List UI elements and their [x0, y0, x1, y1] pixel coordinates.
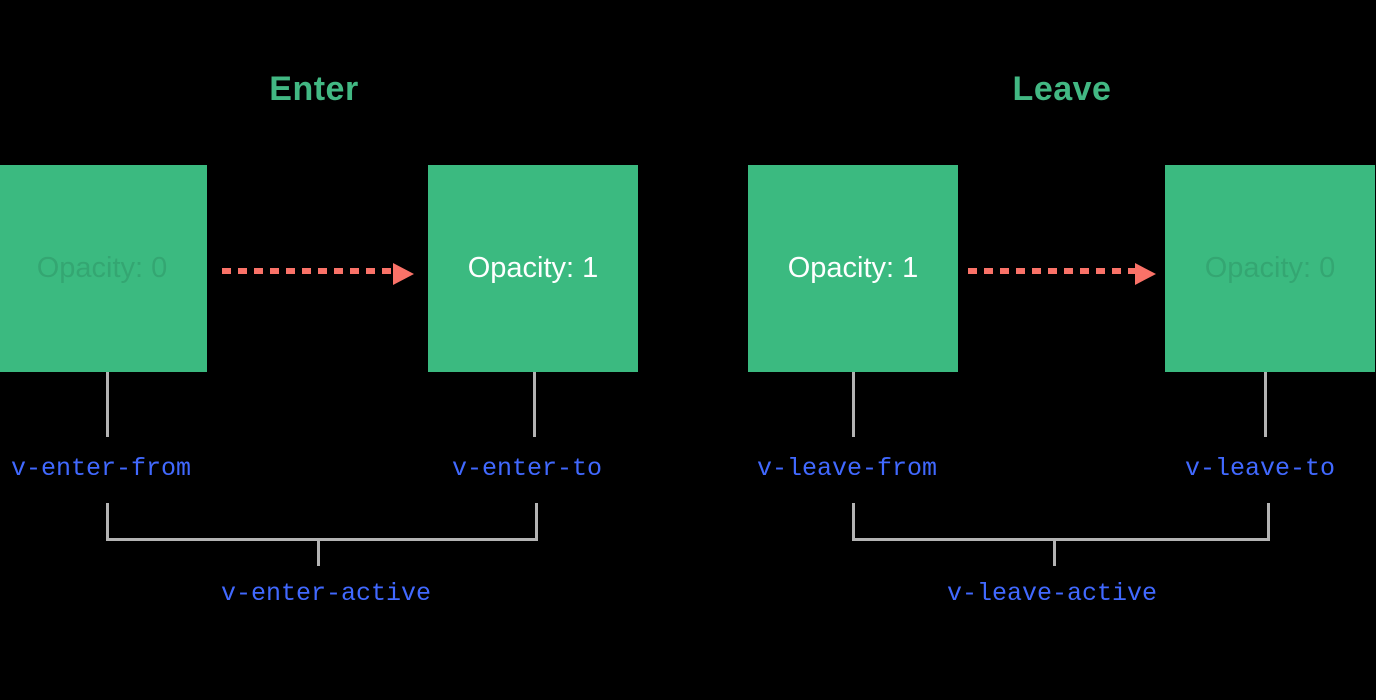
state-box-leave-from-label: Opacity: 1: [787, 252, 919, 284]
arrow-head-enter-icon: [393, 263, 414, 285]
class-label-v-enter-to: v-enter-to: [452, 454, 603, 483]
arrow-shaft-enter: [222, 268, 394, 274]
section-title-leave: Leave: [1012, 70, 1112, 108]
state-box-enter-to-label: Opacity: 1: [467, 252, 599, 284]
class-label-v-enter-active: v-enter-active: [220, 579, 432, 608]
arrow-shaft-leave: [968, 268, 1136, 274]
class-label-v-enter-from: v-enter-from: [11, 454, 192, 483]
group-bracket-stem-leave-active: [1053, 538, 1056, 566]
group-bracket-enter-active: [106, 503, 538, 541]
arrow-head-leave-icon: [1135, 263, 1156, 285]
class-label-v-leave-from: v-leave-from: [757, 454, 938, 483]
state-box-leave-from: Opacity: 1: [748, 165, 958, 372]
connector-stem-enter-from: [106, 372, 109, 437]
state-box-enter-to: Opacity: 1: [428, 165, 638, 372]
group-bracket-leave-active: [852, 503, 1270, 541]
transition-arrow-leave: [968, 263, 1156, 285]
group-bracket-stem-enter-active: [317, 538, 320, 566]
connector-stem-leave-to: [1264, 372, 1267, 437]
transition-arrow-enter: [222, 263, 414, 285]
state-box-leave-to-label: Opacity: 0: [1204, 252, 1336, 284]
state-box-leave-to: Opacity: 0: [1165, 165, 1375, 372]
class-label-v-leave-active: v-leave-active: [946, 579, 1158, 608]
class-label-v-leave-to: v-leave-to: [1185, 454, 1336, 483]
connector-stem-leave-from: [852, 372, 855, 437]
connector-stem-enter-to: [533, 372, 536, 437]
state-box-enter-from: Opacity: 0: [0, 165, 207, 372]
state-box-enter-from-label: Opacity: 0: [36, 252, 168, 284]
section-title-enter: Enter: [269, 70, 359, 108]
